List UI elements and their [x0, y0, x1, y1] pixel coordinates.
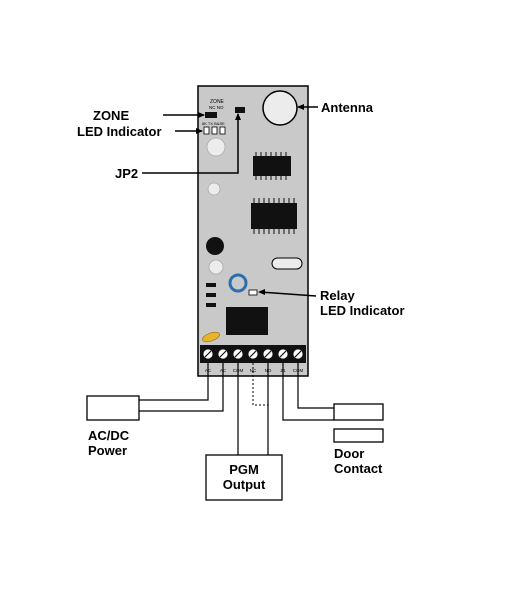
power-wire: [139, 363, 209, 401]
chip-upper: [253, 156, 291, 176]
relay-label: Relay: [320, 288, 355, 303]
buzzer: [206, 237, 224, 255]
crystal: [271, 257, 303, 270]
led-tx: [211, 126, 218, 135]
power-supply-box: [86, 395, 140, 421]
zone-jumper: [205, 112, 217, 118]
arrowhead: [196, 128, 203, 134]
arrowhead: [235, 113, 241, 120]
arrowhead: [198, 112, 205, 118]
led-silk-label: 8K TX B&SE: [202, 121, 225, 126]
resistor: [206, 293, 216, 297]
jp2-jumper: [235, 107, 245, 113]
relay-led: [248, 289, 258, 296]
door-wire: [282, 363, 334, 421]
relay-ring: [228, 273, 248, 293]
zone-silk-nc-no: NC NO: [209, 105, 224, 110]
resistor: [206, 283, 216, 287]
capacitor: [202, 331, 220, 343]
chip-main: [251, 203, 297, 229]
relay-block: [226, 307, 268, 335]
power-label: AC/DC: [88, 428, 130, 443]
pgm-label: PGM: [229, 462, 259, 477]
door-label: Door: [334, 446, 364, 461]
door-contact-magnet: [333, 428, 384, 443]
antenna-coil: [262, 90, 298, 126]
power-wire: [139, 363, 224, 412]
power-label-line2: Power: [88, 443, 127, 458]
nc-option-wire: [252, 363, 268, 406]
resistor: [206, 303, 216, 307]
led-8k: [203, 126, 210, 135]
mounting-hole: [208, 259, 224, 275]
door-wire: [297, 363, 334, 409]
jp2-callout-line: [142, 114, 239, 174]
terminal-label: NC: [250, 368, 257, 373]
mounting-hole: [206, 137, 226, 157]
arrowhead: [297, 104, 304, 110]
led-indicator-label: LED Indicator: [77, 124, 162, 139]
zone-label: ZONE: [93, 108, 129, 123]
led-base: [219, 126, 226, 135]
relay-callout-line: [259, 291, 317, 297]
jp2-label: JP2: [115, 166, 138, 181]
pgm-label-line2: Output: [223, 477, 266, 492]
mounting-hole: [207, 182, 221, 196]
door-label-line2: Contact: [334, 461, 383, 476]
zone-silk-label: ZONE: [210, 99, 225, 105]
pgm-output-box: [205, 454, 283, 501]
arrowhead: [258, 289, 265, 295]
relay-led-label: LED Indicator: [320, 303, 405, 318]
antenna-label: Antenna: [321, 100, 374, 115]
door-contact-sensor: [333, 403, 384, 421]
